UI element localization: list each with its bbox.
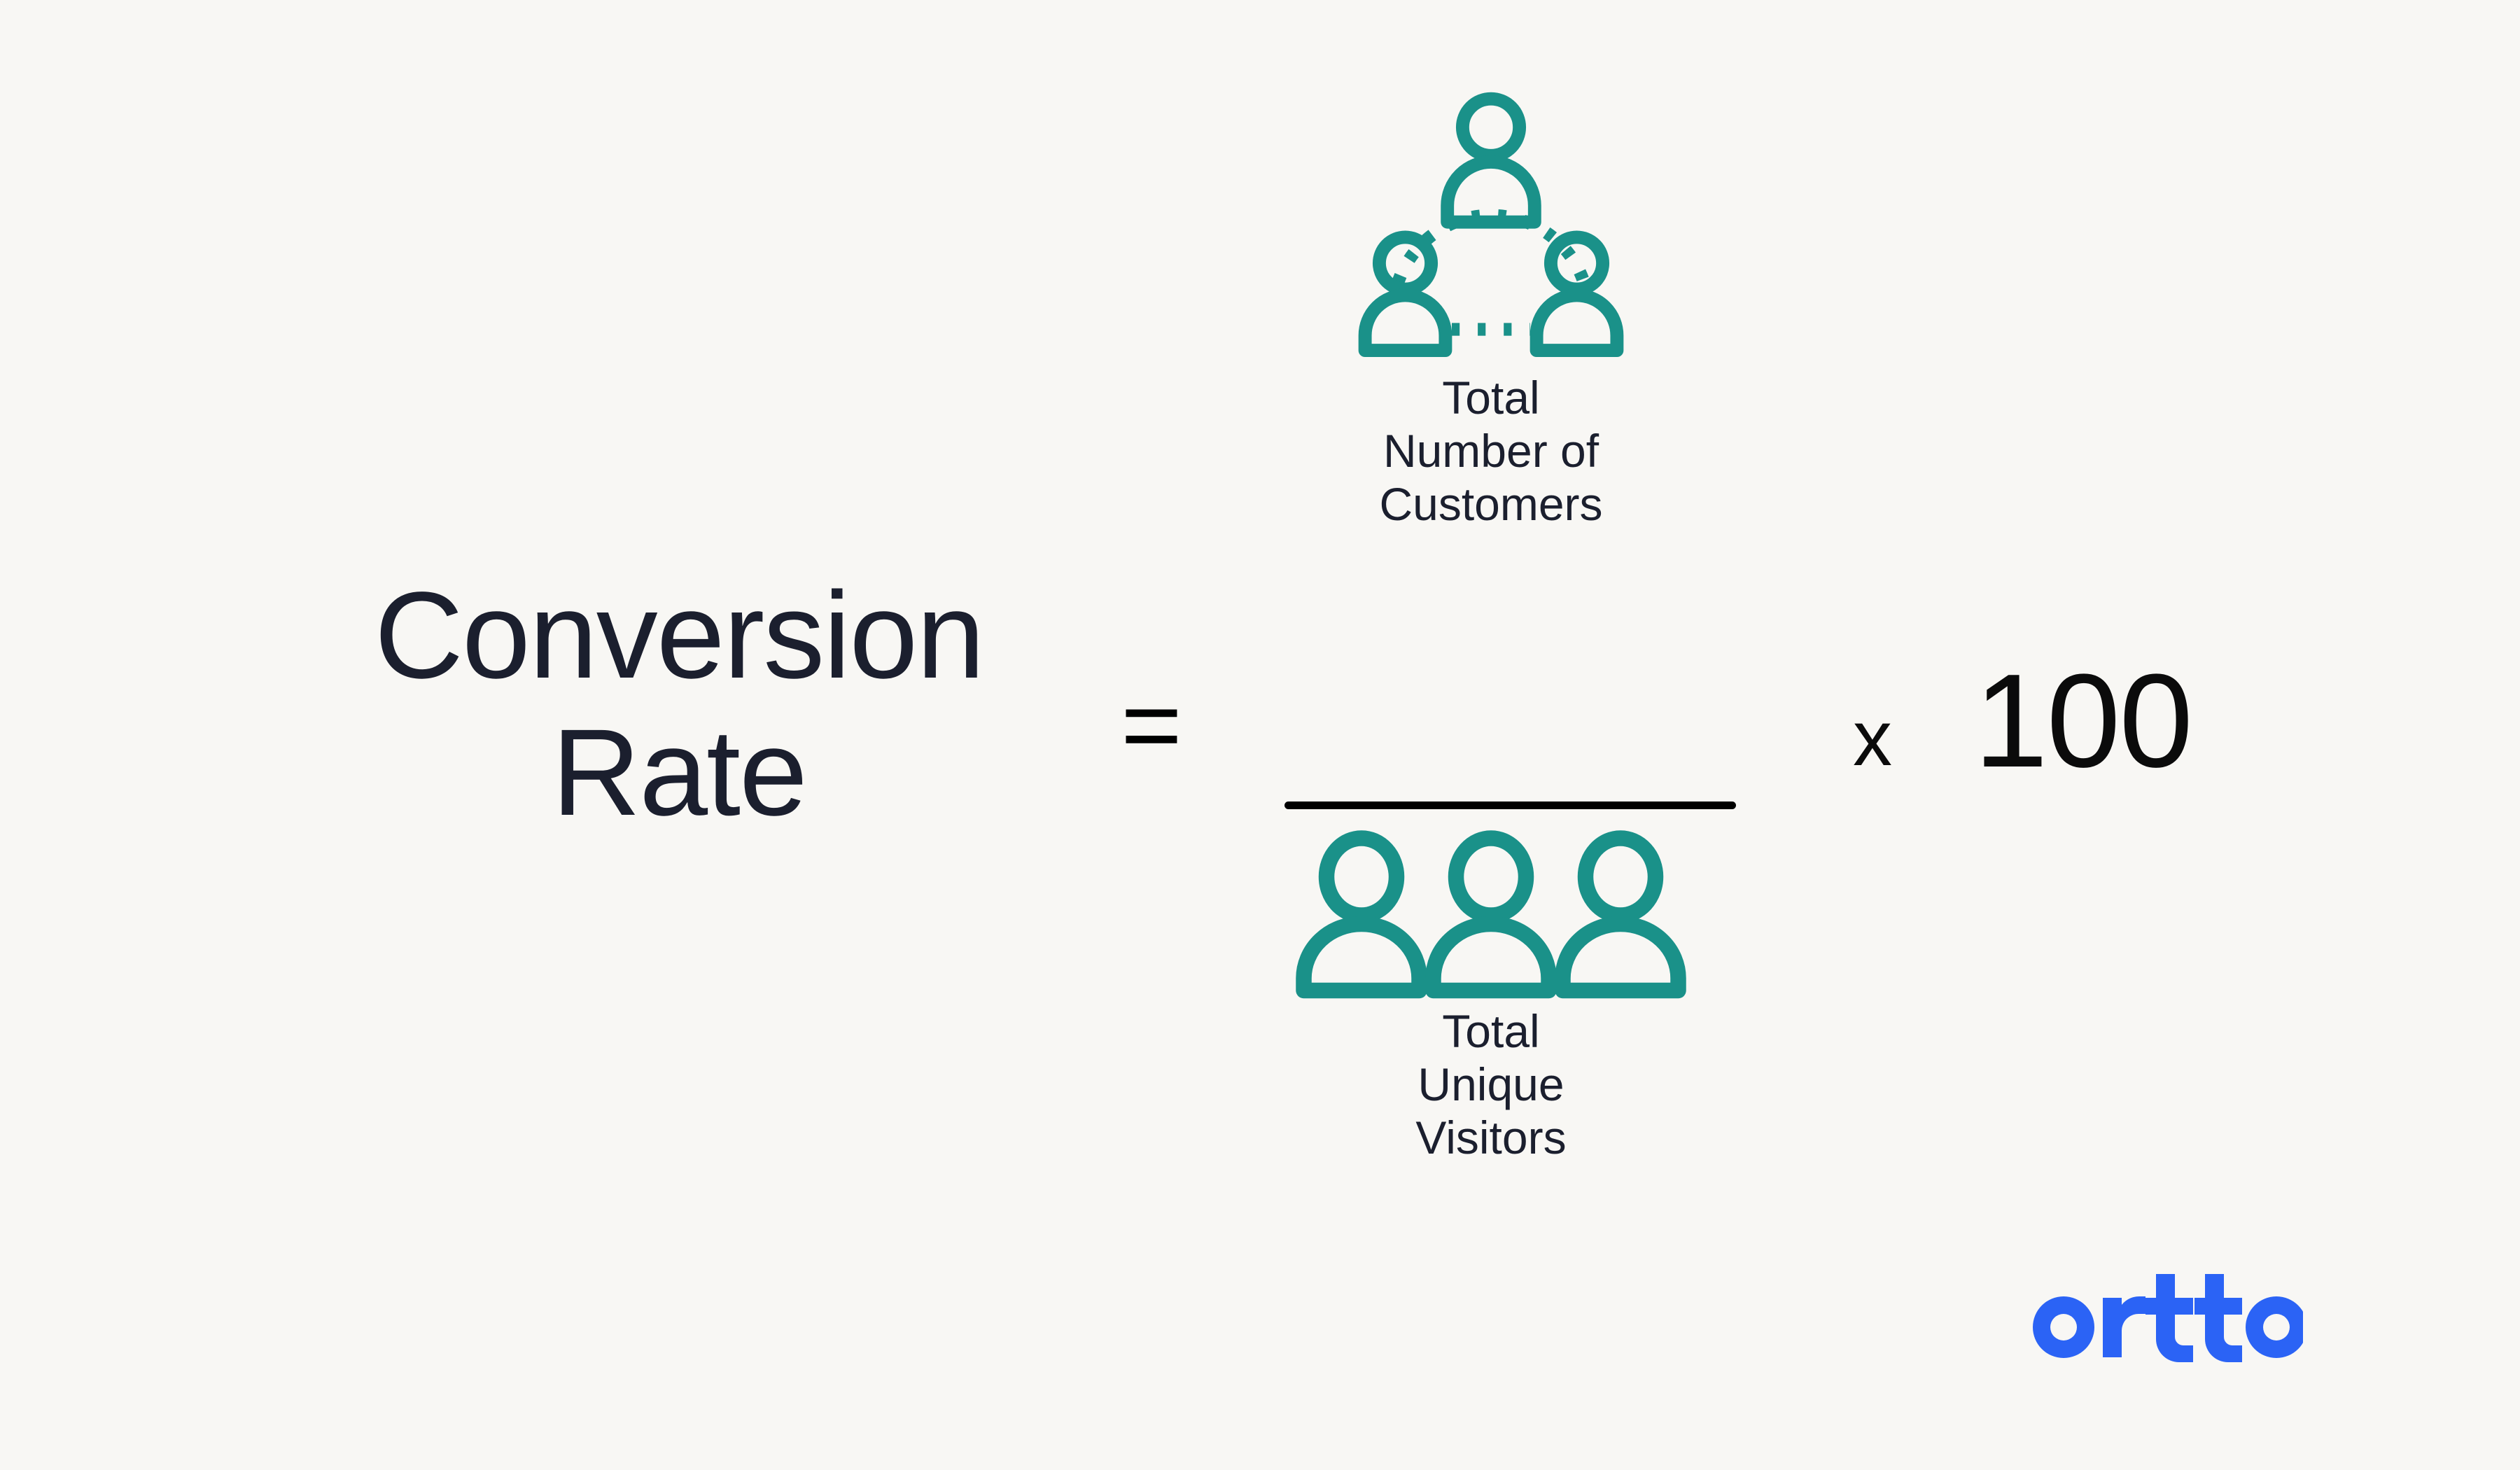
formula-title: Conversion Rate	[210, 567, 1148, 841]
denominator-caption-line-3: Visitors	[1415, 1112, 1567, 1163]
numerator-caption-line-3: Customers	[1379, 478, 1603, 530]
numerator-caption-line-2: Number of	[1382, 425, 1600, 477]
three-people-group-icon	[1232, 830, 1750, 1004]
formula-title-line-1: Conversion	[374, 567, 985, 704]
fraction-denominator: Total Unique Visitors	[1232, 830, 1750, 1164]
multiply-value: 100	[1974, 647, 2193, 795]
multiply-symbol: x	[1853, 694, 1892, 782]
fraction-bar	[1284, 802, 1736, 809]
denominator-caption-line-2: Unique	[1418, 1058, 1564, 1110]
equals-symbol: =	[1121, 666, 1182, 783]
fraction-block: Total Number of Customers	[1232, 77, 1750, 1281]
fraction-numerator: Total Number of Customers	[1232, 77, 1750, 531]
denominator-caption-line-1: Total	[1442, 1005, 1540, 1057]
denominator-caption: Total Unique Visitors	[1232, 1004, 1750, 1164]
ortto-logo	[2016, 1266, 2307, 1371]
formula-title-line-2: Rate	[552, 704, 808, 841]
people-network-icon	[1232, 77, 1750, 371]
numerator-caption: Total Number of Customers	[1232, 371, 1750, 531]
numerator-caption-line-1: Total	[1442, 372, 1540, 424]
